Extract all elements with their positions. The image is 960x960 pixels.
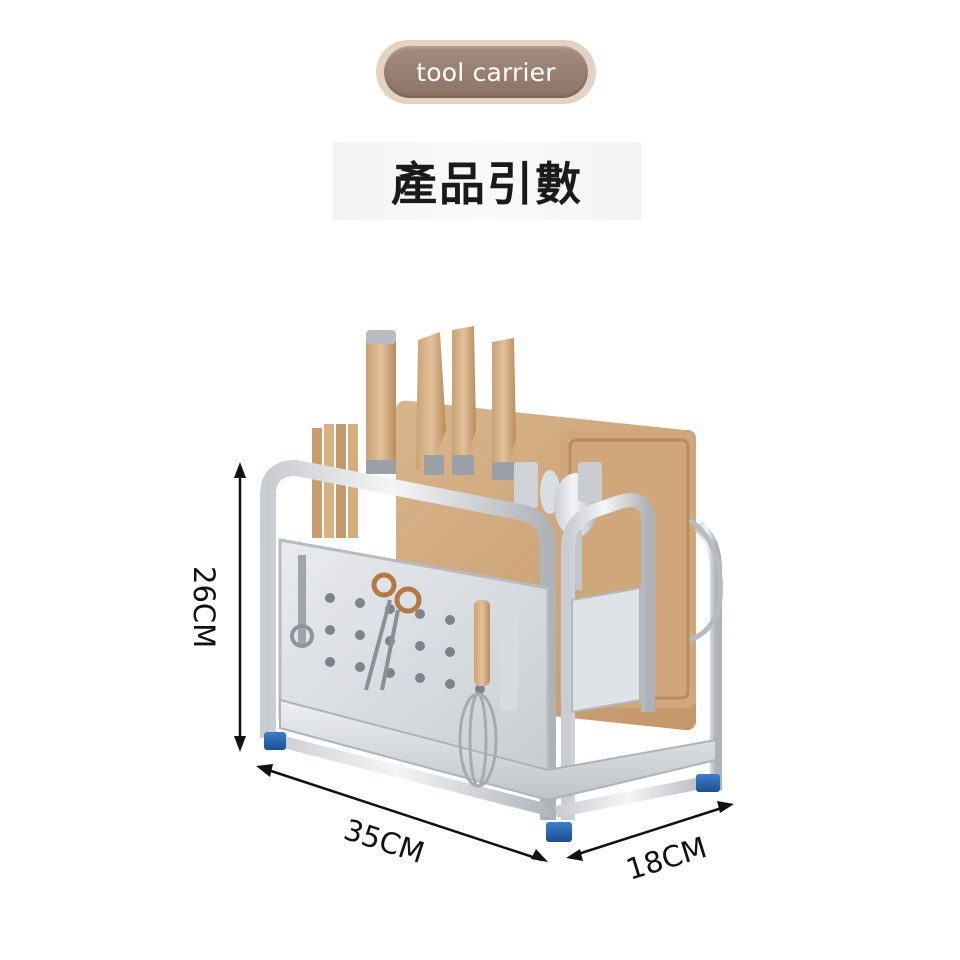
rack-feet — [264, 732, 720, 842]
height-label: 26CM — [187, 566, 221, 648]
width-dimension-arrow — [256, 764, 548, 862]
width-label: 35CM — [340, 812, 429, 870]
category-badge-label: tool carrier — [384, 46, 588, 98]
knife-handles — [366, 326, 516, 480]
category-badge: tool carrier — [376, 40, 596, 104]
depth-dimension-arrow — [566, 801, 734, 861]
depth-label: 18CM — [622, 830, 711, 887]
page-title: 產品引數 — [391, 157, 583, 211]
height-dimension-arrow — [234, 462, 246, 752]
hanging-tools — [290, 555, 518, 788]
heading-banner: 產品引數 — [333, 142, 641, 220]
